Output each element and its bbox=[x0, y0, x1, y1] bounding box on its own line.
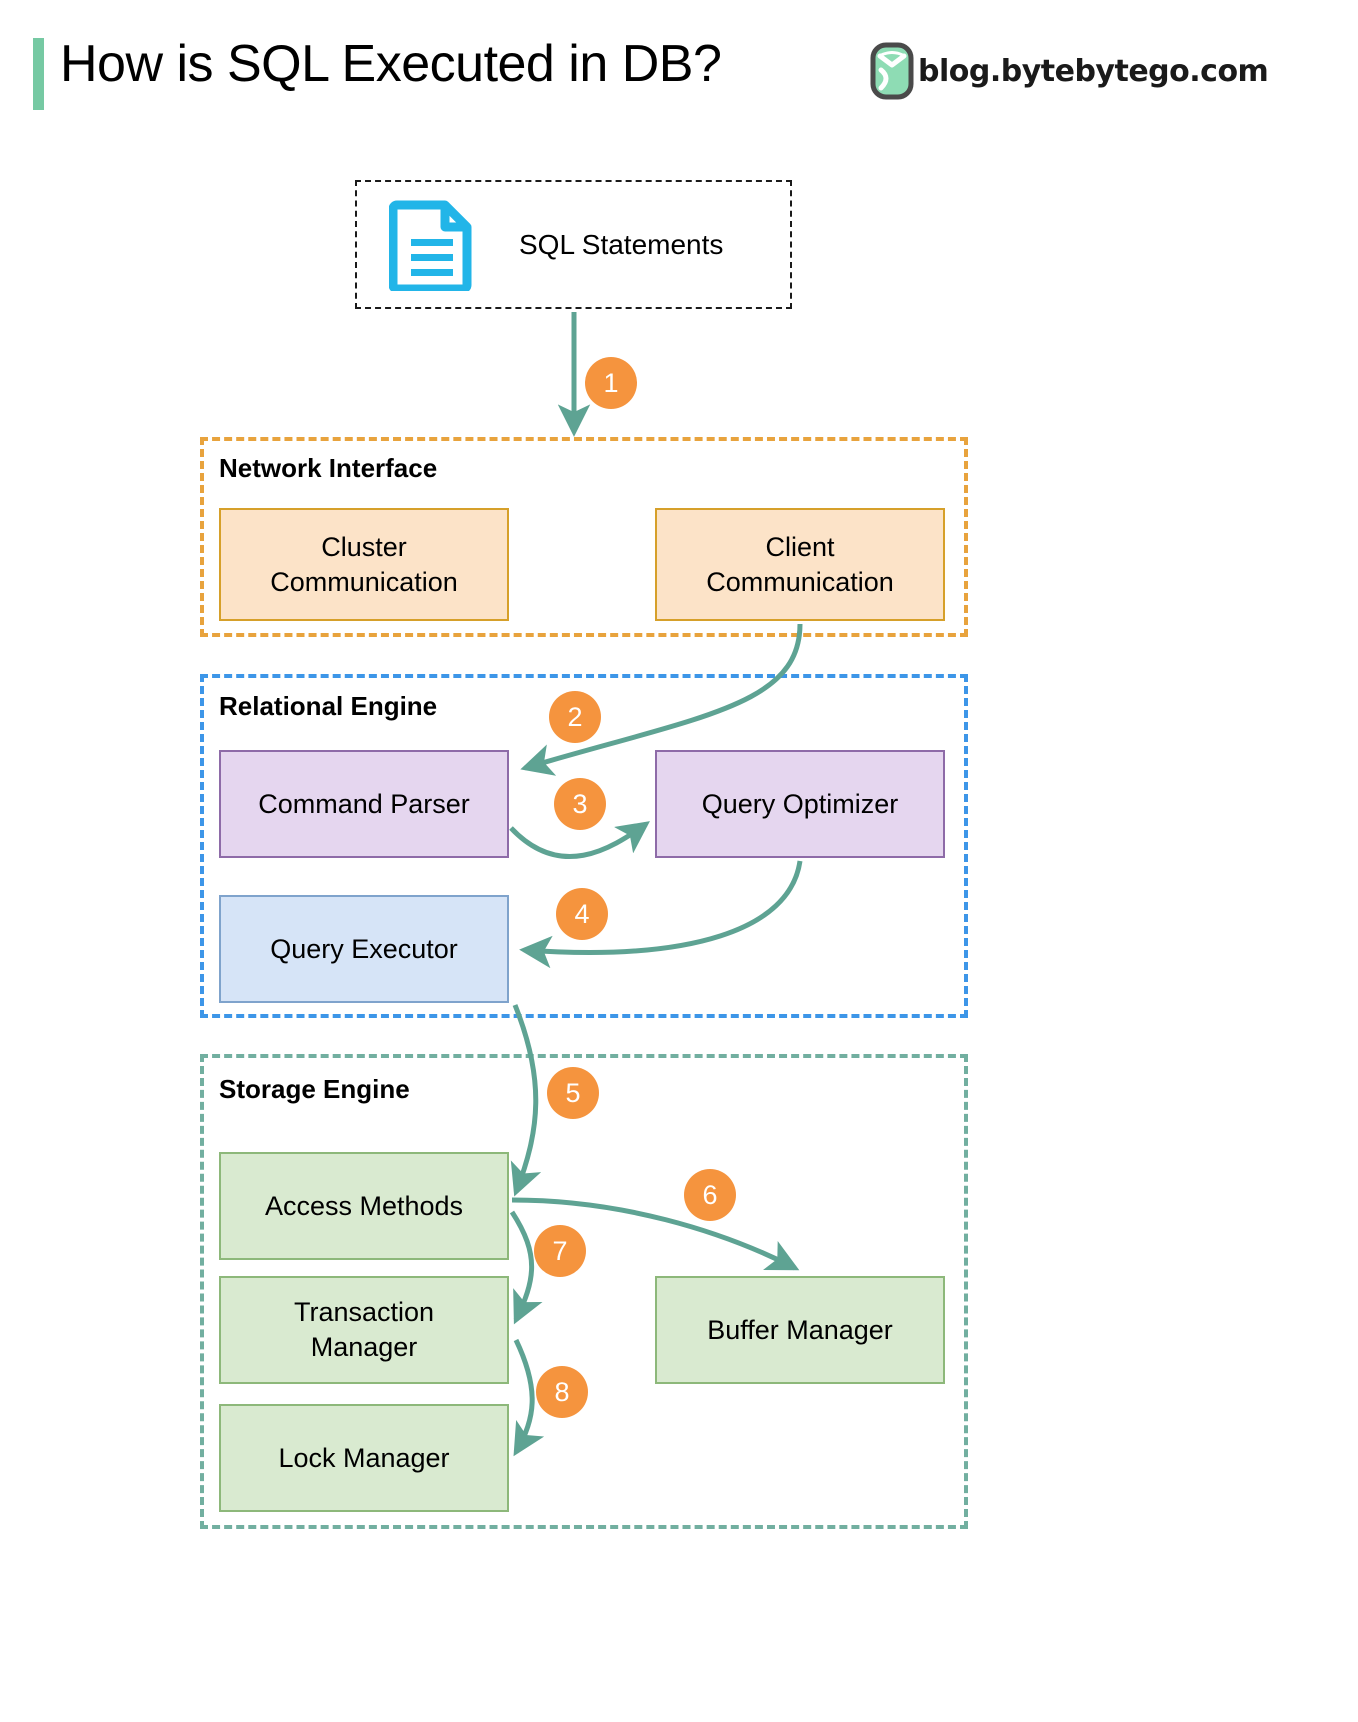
group-label-relational-engine: Relational Engine bbox=[219, 691, 438, 721]
step-badge-6: 6 bbox=[684, 1169, 736, 1221]
node-label-line: Access Methods bbox=[264, 1190, 464, 1221]
group-storage-engine bbox=[200, 1054, 968, 1529]
bytebytego-logo-icon bbox=[870, 42, 914, 100]
node-label-line: Communication bbox=[706, 566, 894, 597]
step-badge-5: 5 bbox=[547, 1067, 599, 1119]
node-buffer-manager[interactable]: Buffer Manager bbox=[655, 1276, 945, 1384]
node-label-line: Transaction bbox=[293, 1297, 435, 1328]
node-client-communication[interactable]: Client Communication bbox=[655, 508, 945, 621]
sql-statements-label: SQL Statements bbox=[519, 228, 724, 260]
node-label-line: Cluster bbox=[321, 531, 407, 562]
node-query-executor[interactable]: Query Executor bbox=[219, 895, 509, 1003]
page-header: How is SQL Executed in DB? blog.bytebyte… bbox=[0, 0, 1358, 140]
node-query-optimizer[interactable]: Query Optimizer bbox=[655, 750, 945, 858]
node-label-line: Query Optimizer bbox=[701, 788, 899, 819]
brand-logo-group: blog.bytebytego.com bbox=[870, 40, 1269, 102]
step-badge-7: 7 bbox=[534, 1225, 586, 1277]
node-label-line: Client bbox=[765, 531, 835, 562]
step-badge-8: 8 bbox=[536, 1366, 588, 1418]
group-label-network-interface: Network Interface bbox=[219, 453, 438, 483]
node-cluster-communication[interactable]: Cluster Communication bbox=[219, 508, 509, 621]
node-label-line: Command Parser bbox=[258, 788, 470, 819]
node-command-parser[interactable]: Command Parser bbox=[219, 750, 509, 858]
page-title: How is SQL Executed in DB? bbox=[60, 35, 722, 93]
title-accent-bar bbox=[33, 38, 44, 110]
step-badge-4: 4 bbox=[556, 888, 608, 940]
brand-text: blog.bytebytego.com bbox=[918, 53, 1269, 89]
document-icon bbox=[389, 200, 472, 291]
node-transaction-manager[interactable]: Transaction Manager bbox=[219, 1276, 509, 1384]
step-badge-3: 3 bbox=[554, 778, 606, 830]
node-label-line: Lock Manager bbox=[278, 1442, 450, 1473]
node-label-line: Manager bbox=[310, 1332, 418, 1362]
node-label-line: Communication bbox=[270, 566, 458, 597]
node-lock-manager[interactable]: Lock Manager bbox=[219, 1404, 509, 1512]
node-label-line: Buffer Manager bbox=[707, 1314, 893, 1345]
step-badge-2: 2 bbox=[549, 691, 601, 743]
step-badge-1: 1 bbox=[585, 357, 637, 409]
group-label-storage-engine: Storage Engine bbox=[219, 1074, 410, 1104]
sql-statements-box[interactable]: SQL Statements bbox=[355, 180, 792, 309]
node-access-methods[interactable]: Access Methods bbox=[219, 1152, 509, 1260]
node-label-line: Query Executor bbox=[270, 933, 458, 964]
